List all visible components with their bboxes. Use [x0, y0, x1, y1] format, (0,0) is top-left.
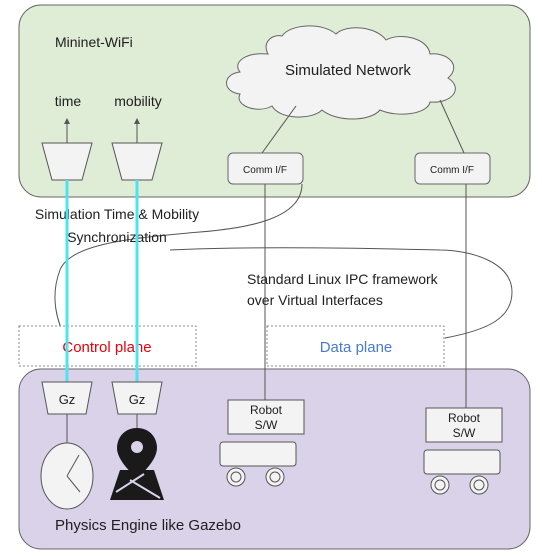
data-plane-box	[266, 325, 445, 367]
mobility-trapezoid	[111, 142, 163, 181]
robot-sw-left-line1: Robot	[250, 403, 283, 417]
control-plane-label: Control plane	[62, 339, 151, 356]
gz-mobility-label: Gz	[129, 392, 146, 407]
cloud-to-comm-left-line	[261, 105, 297, 154]
gz-time-label: Gz	[59, 392, 76, 407]
clock-icon	[40, 442, 94, 510]
sync-label-line1: Simulation Time & Mobility	[35, 206, 199, 222]
gz-mobility-block	[111, 381, 163, 415]
robot-sw-right-line1: Robot	[448, 411, 481, 425]
cloud-to-comm-right-line	[439, 99, 465, 154]
mobility-label: mobility	[114, 93, 161, 109]
mininet-wifi-label: Mininet-WiFi	[55, 34, 133, 50]
map-pin-icon	[110, 428, 164, 500]
ipc-label-line1: Standard Linux IPC framework	[247, 271, 439, 287]
comm-interface-left-label: Comm I/F	[243, 165, 287, 176]
robot-cart-icon	[219, 441, 297, 487]
simulated-network-cloud	[226, 25, 456, 120]
data-plane-label: Data plane	[320, 339, 393, 356]
robot-sw-left-box	[227, 399, 305, 435]
comm-interface-right-label: Comm I/F	[430, 165, 474, 176]
gz-time-block	[41, 381, 93, 415]
robot-cart-icon	[423, 449, 501, 495]
robot-sw-right-line2: S/W	[453, 426, 476, 440]
control-plane-box	[18, 325, 197, 367]
sync-label-line2: Synchronization	[67, 229, 167, 245]
physics-engine-label: Physics Engine like Gazebo	[55, 517, 241, 534]
time-label: time	[55, 93, 82, 109]
ipc-label-line2: over Virtual Interfaces	[247, 292, 383, 308]
comm-interface-right-box	[414, 152, 491, 185]
ipc-loop-curve	[54, 183, 513, 408]
robot-sw-left-line2: S/W	[255, 418, 278, 432]
time-trapezoid	[41, 142, 93, 181]
simulated-network-label: Simulated Network	[285, 62, 411, 79]
robot-sw-right-box	[425, 407, 503, 443]
